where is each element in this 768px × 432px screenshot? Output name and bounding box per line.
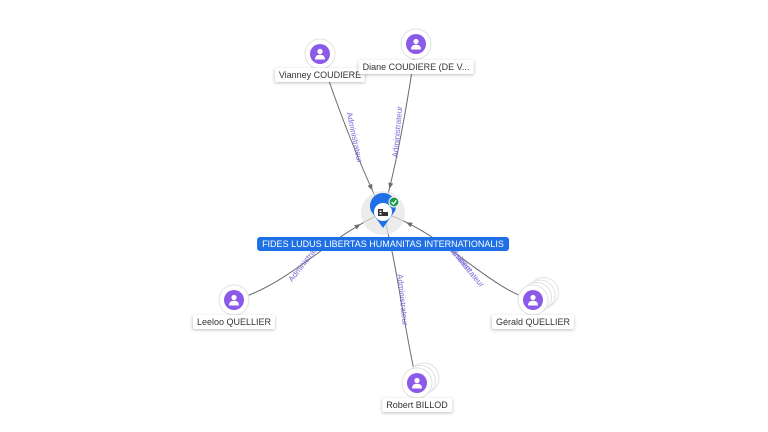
building-icon (378, 209, 388, 216)
company-node[interactable] (361, 191, 405, 235)
edge-arrow-diane (388, 182, 394, 189)
person-node-vianney[interactable] (304, 38, 336, 70)
user-icon (528, 294, 538, 306)
person-name-label[interactable]: Leeloo QUELLIER (192, 315, 276, 329)
verified-badge (388, 196, 400, 208)
check-icon (391, 199, 397, 206)
user-icon (229, 294, 239, 306)
edge-label: Administrateur (395, 274, 409, 327)
person-node-leeloo[interactable] (218, 284, 250, 316)
person-node-gerald[interactable] (517, 277, 559, 316)
user-icon (411, 38, 421, 50)
edge-arrow-gerald (406, 222, 413, 228)
nodes-layer (218, 28, 559, 399)
edge-label: Administrateur (345, 111, 365, 164)
person-name-label[interactable]: Robert BILLOD (382, 398, 452, 412)
edge-arrow-leeloo (354, 224, 361, 230)
person-name-label[interactable]: Vianney COUDIERE (274, 68, 366, 82)
person-name-label[interactable]: Gérald QUELLIER (491, 315, 575, 329)
person-name-label[interactable]: Diane COUDIERE (DE V... (358, 60, 474, 74)
company-name-label[interactable]: FIDES LUDUS LIBERTAS HUMANITAS INTERNATI… (257, 237, 509, 251)
user-icon (315, 48, 325, 60)
edge-arrow-vianney (367, 183, 373, 191)
edge-label: Administrateur (391, 105, 404, 157)
person-node-diane[interactable] (400, 28, 432, 60)
user-icon (412, 377, 422, 389)
person-node-robert[interactable] (401, 362, 440, 399)
